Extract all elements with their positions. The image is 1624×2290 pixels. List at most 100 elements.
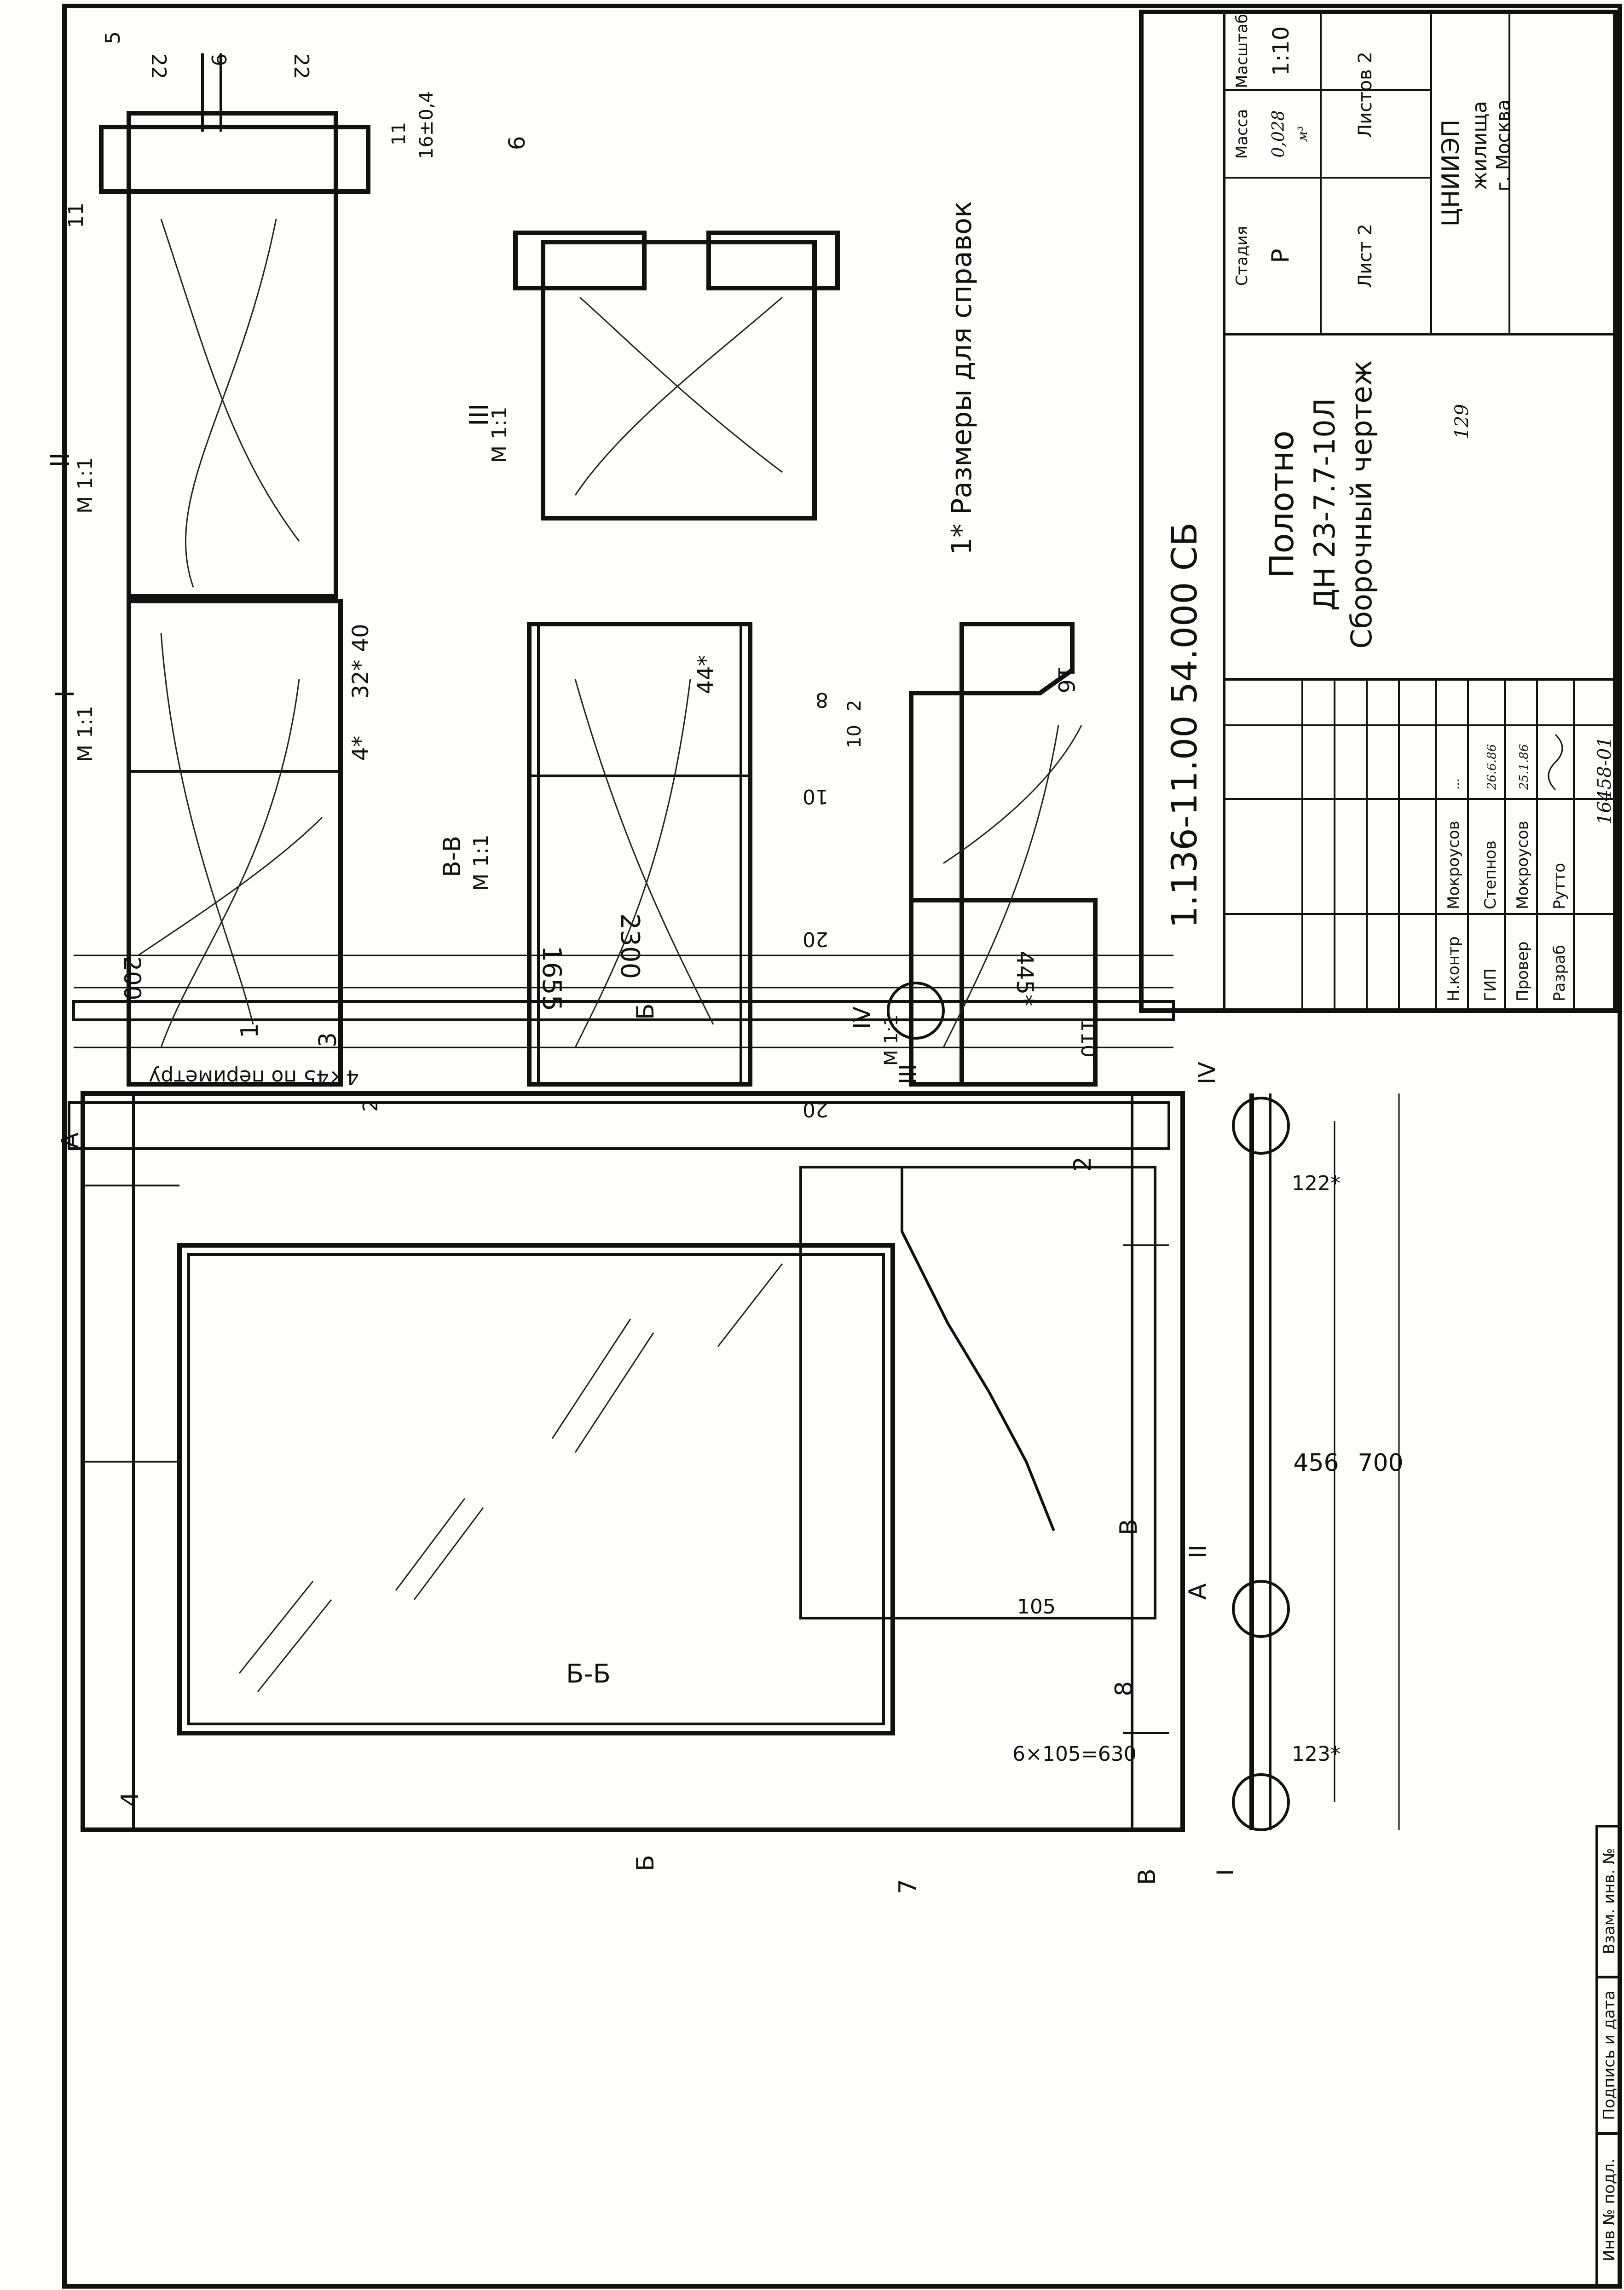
glazing-bead	[99, 125, 370, 194]
door-elevation: Б-Б 6×105=630 105 4 3 1 2 7 8 Б Б В В А …	[57, 1003, 1212, 1894]
node-I-detail: I М 1:1 4×45 по периметру 40 32* 4* 2	[50, 599, 382, 1112]
staff-name: Рутто	[1550, 863, 1569, 909]
section-vv-title: В-В	[439, 836, 466, 877]
document-code: 1.136-11.00 54.000 СБ	[1164, 522, 1205, 928]
wood-grain	[574, 296, 783, 496]
scale-label: М 1:1	[881, 1014, 902, 1066]
node-II-label: II	[1185, 1545, 1211, 1559]
hatch	[413, 1507, 484, 1600]
node-IV-detail: IV М 1:1 16 10 2	[844, 622, 1098, 1087]
inventory-number: 16458-01	[1594, 736, 1615, 825]
cut-V-marker: В	[1133, 1868, 1161, 1885]
dim-4: 4*	[348, 736, 374, 761]
pos-10: 10	[803, 785, 828, 808]
section-bb-plan: 700 456 122* 123* I II IV	[1185, 1062, 1404, 1876]
cut-B-marker: Б	[632, 1855, 659, 1871]
dim-22: 22	[147, 53, 170, 79]
hatch	[717, 1263, 783, 1347]
pos-7: 7	[894, 1879, 922, 1894]
wood-grain	[574, 679, 714, 1048]
stamp-cell: Подпись и дата	[1600, 1990, 1618, 2120]
cutaway-edge	[901, 1167, 1055, 1532]
sheet-value: Лист 2	[1355, 224, 1376, 288]
pos-6: 6	[504, 136, 530, 150]
node-I-circle	[1232, 1773, 1290, 1831]
dim-22: 22	[289, 53, 313, 79]
dim-20: 20	[803, 927, 828, 951]
stamp-cell: Взам. инв. №	[1600, 1848, 1618, 1955]
profile-strip	[72, 1000, 1175, 1021]
node-II-circle	[1232, 1580, 1290, 1638]
dim-200: 200	[119, 956, 145, 1000]
node-I-title: I	[50, 690, 80, 698]
nail-pitch-dim: 6×105=630	[1012, 1742, 1137, 1766]
bottom-panel	[799, 1166, 1156, 1619]
glass-inner	[187, 1253, 885, 1725]
staff-date: 25.1.86	[1517, 744, 1531, 790]
staff-role: ГИП	[1481, 968, 1500, 1001]
dim-456: 456	[1293, 1449, 1339, 1477]
scale-label: М 1:1	[488, 406, 511, 463]
wood-grain	[942, 725, 1082, 1048]
cut-B-marker: Б	[632, 1003, 659, 1020]
dim-32: 32*	[348, 659, 374, 699]
node-III-title: III	[464, 403, 494, 426]
mass-value: 0,028	[1269, 110, 1288, 157]
node-I-label: I	[1212, 1869, 1239, 1876]
organization-line-3: г. Москва	[1493, 99, 1514, 191]
pos-2: 2	[1069, 1157, 1097, 1172]
dim-10: 10	[844, 725, 865, 748]
hatch	[238, 1581, 314, 1674]
dim-445: 445*	[1011, 951, 1038, 1006]
side-stamp-frame	[1595, 1825, 1621, 2288]
staff-name: Степнов	[1481, 840, 1500, 909]
mass-unit: м³	[1295, 126, 1310, 142]
scale-value: 1:10	[1268, 26, 1294, 76]
stile-strip	[68, 1101, 1170, 1150]
hatch	[395, 1498, 466, 1591]
organization-line-2: жилища	[1468, 101, 1491, 190]
glass-frame	[177, 1243, 895, 1735]
node-I-outline	[127, 599, 343, 1087]
dim-123: 123*	[1292, 1742, 1341, 1766]
node-IV-block	[909, 898, 1098, 1087]
cut-A-marker: А	[1184, 1583, 1212, 1600]
title-line-1: Полотно	[1262, 430, 1301, 578]
dim-44: 44*	[693, 655, 719, 694]
stage-value: Р	[1267, 249, 1295, 263]
scale-label: М 1:1	[74, 706, 97, 762]
dim-11: 11	[388, 122, 410, 145]
bead-bottom	[706, 231, 840, 290]
header-mass: Масса	[1233, 109, 1251, 159]
staff-role: Разраб	[1550, 945, 1569, 1001]
dim-122: 122*	[1292, 1172, 1341, 1195]
reference-note: 1* Размеры для справок	[946, 201, 978, 555]
pos-3: 3	[314, 1032, 342, 1047]
stamp-cell: Инв № подл.	[1600, 2158, 1618, 2261]
node-II-detail: II М 1:1 22 9 22 11 16±0,4 5 11	[46, 31, 437, 599]
dim-2: 2	[359, 1099, 382, 1112]
title-block-frame	[1139, 10, 1618, 1013]
side-stamp: Инв № подл. Подпись и дата Взам. инв. №	[1595, 1825, 1621, 2288]
wood-grain	[138, 633, 323, 1048]
header-stage: Стадия	[1233, 226, 1251, 286]
hatch	[574, 1332, 654, 1453]
staff-date: ...	[1448, 778, 1462, 790]
chamfer-note: 4×45 по периметру	[149, 1065, 359, 1089]
dim-16: 16	[1053, 665, 1079, 693]
wood-grain	[160, 219, 300, 588]
node-III-label: III	[895, 1064, 921, 1084]
cut-V-marker: В	[1115, 1519, 1143, 1535]
scale-label: М 1:1	[469, 834, 493, 891]
dim-700: 700	[1358, 1449, 1403, 1477]
scale-label: М 1:1	[74, 457, 97, 514]
pos-5: 5	[101, 31, 125, 44]
sheets-value: Листов 2	[1355, 52, 1376, 138]
staff-name: Мокроусов	[1514, 821, 1532, 909]
node-IV-label: IV	[1194, 1062, 1220, 1084]
height-dimension: 2300 1655 445* 200 110 III	[72, 914, 1175, 1084]
pos-8-vv: 8	[815, 688, 828, 711]
dim-16: 16±0,4	[416, 91, 437, 159]
